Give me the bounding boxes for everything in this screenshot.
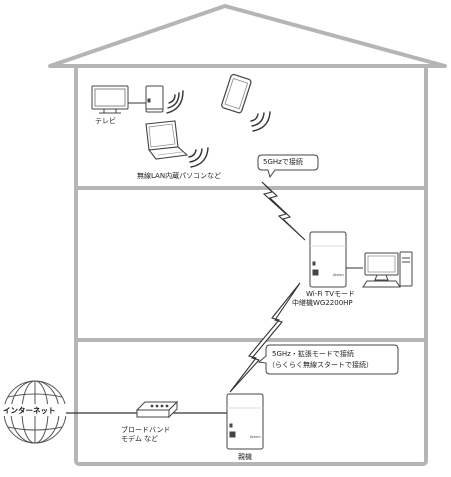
modem-label-line1: ブロードバンド bbox=[121, 426, 171, 434]
tv-icon bbox=[91, 85, 129, 114]
modem-label-line2: モデム など bbox=[121, 435, 159, 443]
laptop-signal-icon bbox=[188, 147, 209, 168]
tablet-icon bbox=[221, 73, 252, 114]
svg-text:Aterm: Aterm bbox=[250, 435, 261, 439]
laptop-label: 無線LAN内蔵パソコンなど bbox=[137, 172, 222, 180]
house-body bbox=[74, 64, 428, 466]
base-unit-label: 親機 bbox=[238, 453, 252, 461]
repeater-label-line1: Wi-Fi TVモード bbox=[306, 290, 355, 298]
tv-adapter-icon bbox=[128, 85, 164, 113]
balloon-top-text: 5GHzで接続 bbox=[263, 158, 303, 166]
svg-text:Aterm: Aterm bbox=[333, 273, 344, 277]
wireless-link-upper bbox=[261, 181, 306, 241]
internet-label-bg bbox=[0, 404, 68, 416]
modem-icon bbox=[135, 400, 179, 419]
repeater-label-line2: 中継機WG2200HP bbox=[292, 299, 353, 307]
tv-adapter-signal-icon bbox=[166, 90, 184, 114]
house-roof bbox=[48, 4, 447, 68]
laptop-icon bbox=[145, 120, 189, 160]
repeater-icon: Aterm bbox=[309, 231, 347, 288]
base-unit-icon: Aterm bbox=[226, 393, 264, 450]
wireless-link-lower bbox=[229, 282, 301, 393]
balloon-bottom-line1: 5GHz・拡張モードで接続 bbox=[272, 350, 354, 358]
internet-label: インターネット bbox=[3, 406, 56, 415]
tv-label: テレビ bbox=[95, 117, 116, 125]
tablet-signal-icon bbox=[250, 111, 271, 132]
balloon-bottom bbox=[257, 344, 399, 375]
balloon-top bbox=[257, 154, 319, 179]
house bbox=[48, 4, 447, 466]
balloon-bottom-line2: （らくらく無線スタートで接続） bbox=[268, 361, 373, 369]
desktop-pc-icon bbox=[346, 251, 413, 288]
